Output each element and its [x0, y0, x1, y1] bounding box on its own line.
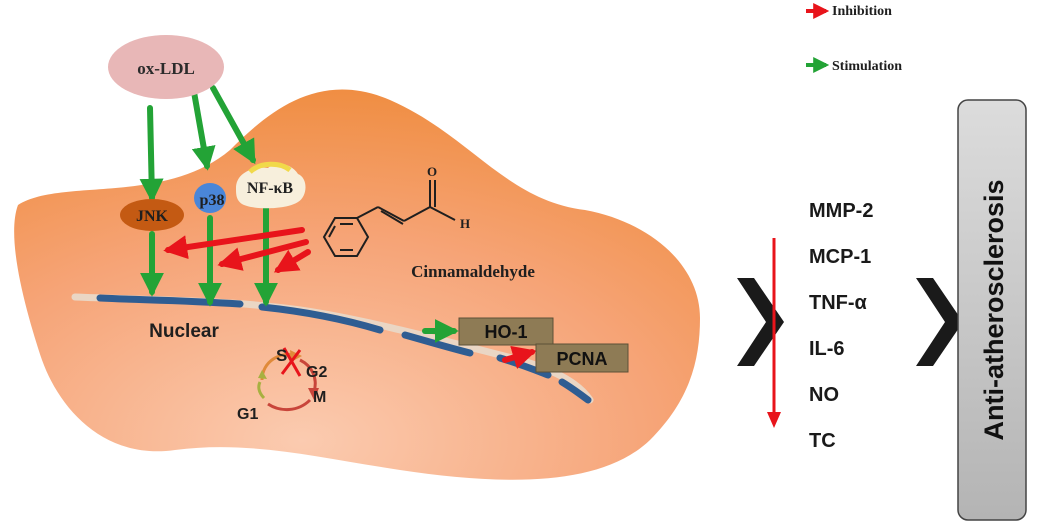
cycle-m: M — [313, 389, 326, 406]
nuclear-label: Nuclear — [149, 321, 219, 342]
oxldl-node — [108, 35, 224, 99]
chevron-right-icon-2 — [916, 278, 963, 366]
p38-label: p38 — [200, 192, 225, 209]
outcome-label: Anti-atherosclerosis — [979, 179, 1009, 440]
marker-item: NO — [809, 384, 839, 406]
oxygen-atom: O — [427, 164, 437, 179]
legend-stimulation-label: Stimulation — [832, 59, 902, 74]
inhibition-arrows — [163, 227, 537, 369]
marker-item: IL-6 — [809, 338, 845, 360]
p38-node — [194, 183, 226, 213]
nfkb-node — [236, 163, 306, 209]
s-phase-block-icon — [280, 347, 302, 377]
marker-item: MMP-2 — [809, 200, 873, 222]
legend-inhibition-label: Inhibition — [832, 4, 892, 19]
nfkb-highlight — [248, 161, 292, 174]
hydrogen-atom: H — [460, 216, 470, 231]
ho1-label: HO-1 — [484, 322, 527, 342]
cycle-g1: G1 — [237, 406, 258, 423]
marker-decrease-arrowhead — [767, 412, 781, 428]
marker-item: TNF-α — [809, 292, 868, 314]
cycle-s: S — [276, 346, 287, 365]
nfkb-label: NF-κB — [247, 180, 294, 197]
cell-body — [14, 89, 701, 480]
pcna-box — [535, 343, 629, 373]
oxldl-label: ox-LDL — [137, 59, 195, 78]
pcna-label: PCNA — [556, 349, 607, 369]
cinnamaldehyde-structure — [322, 180, 456, 257]
ho1-box — [458, 317, 554, 346]
jnk-label: JNK — [136, 208, 169, 225]
jnk-node — [120, 199, 184, 231]
stimulation-arrows — [139, 85, 459, 343]
chevron-right-icon — [737, 278, 784, 366]
marker-item: TC — [809, 430, 836, 452]
cinnamaldehyde-label: Cinnamaldehyde — [411, 262, 535, 281]
marker-list: MMP-2 MCP-1 TNF-α IL-6 NO TC — [809, 200, 873, 452]
outcome-box — [957, 99, 1027, 521]
cycle-g2: G2 — [306, 364, 327, 381]
marker-item: MCP-1 — [809, 246, 871, 268]
